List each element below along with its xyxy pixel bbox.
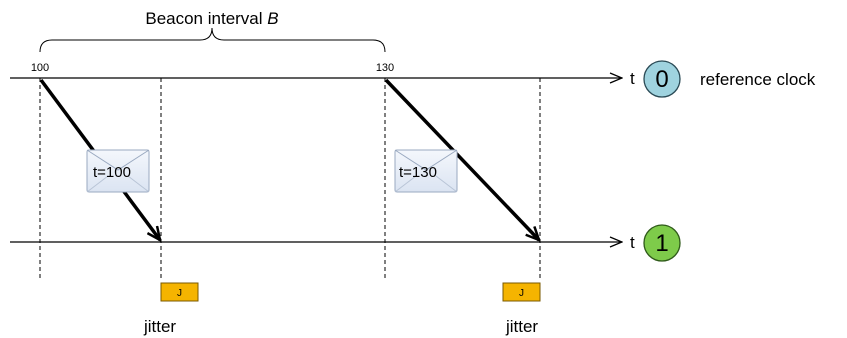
reference-clock-label: reference clock xyxy=(700,70,816,89)
jitter-box-1 xyxy=(160,282,199,302)
message-timestamp-2: t=130 xyxy=(399,164,437,181)
tick-label-130: 130 xyxy=(376,62,394,74)
message-timestamp-1: t=100 xyxy=(93,164,131,181)
timeline-0-axis-label: t xyxy=(630,69,635,88)
timeline-1-axis-label: t xyxy=(630,233,635,252)
message-envelope-2: t=130 xyxy=(394,149,458,193)
jitter-label-2: jitter xyxy=(505,317,538,336)
jitter-box-2 xyxy=(502,282,541,302)
node-1-label: 1 xyxy=(655,230,668,257)
message-envelope-1: t=100 xyxy=(86,149,150,193)
beacon-message-arrow-2 xyxy=(384,78,539,240)
beacon-interval-brace xyxy=(39,27,386,53)
tick-label-100: 100 xyxy=(31,62,49,74)
node-1-circle xyxy=(643,224,681,262)
beacon-interval-label: Beacon interval B xyxy=(145,9,278,28)
jitter-label-1: jitter xyxy=(143,317,176,336)
jitter-box-1-letter: J xyxy=(177,288,182,299)
jitter-box-2-letter: J xyxy=(519,288,524,299)
node-0-label: 0 xyxy=(655,66,668,93)
node-0-circle xyxy=(643,60,681,98)
